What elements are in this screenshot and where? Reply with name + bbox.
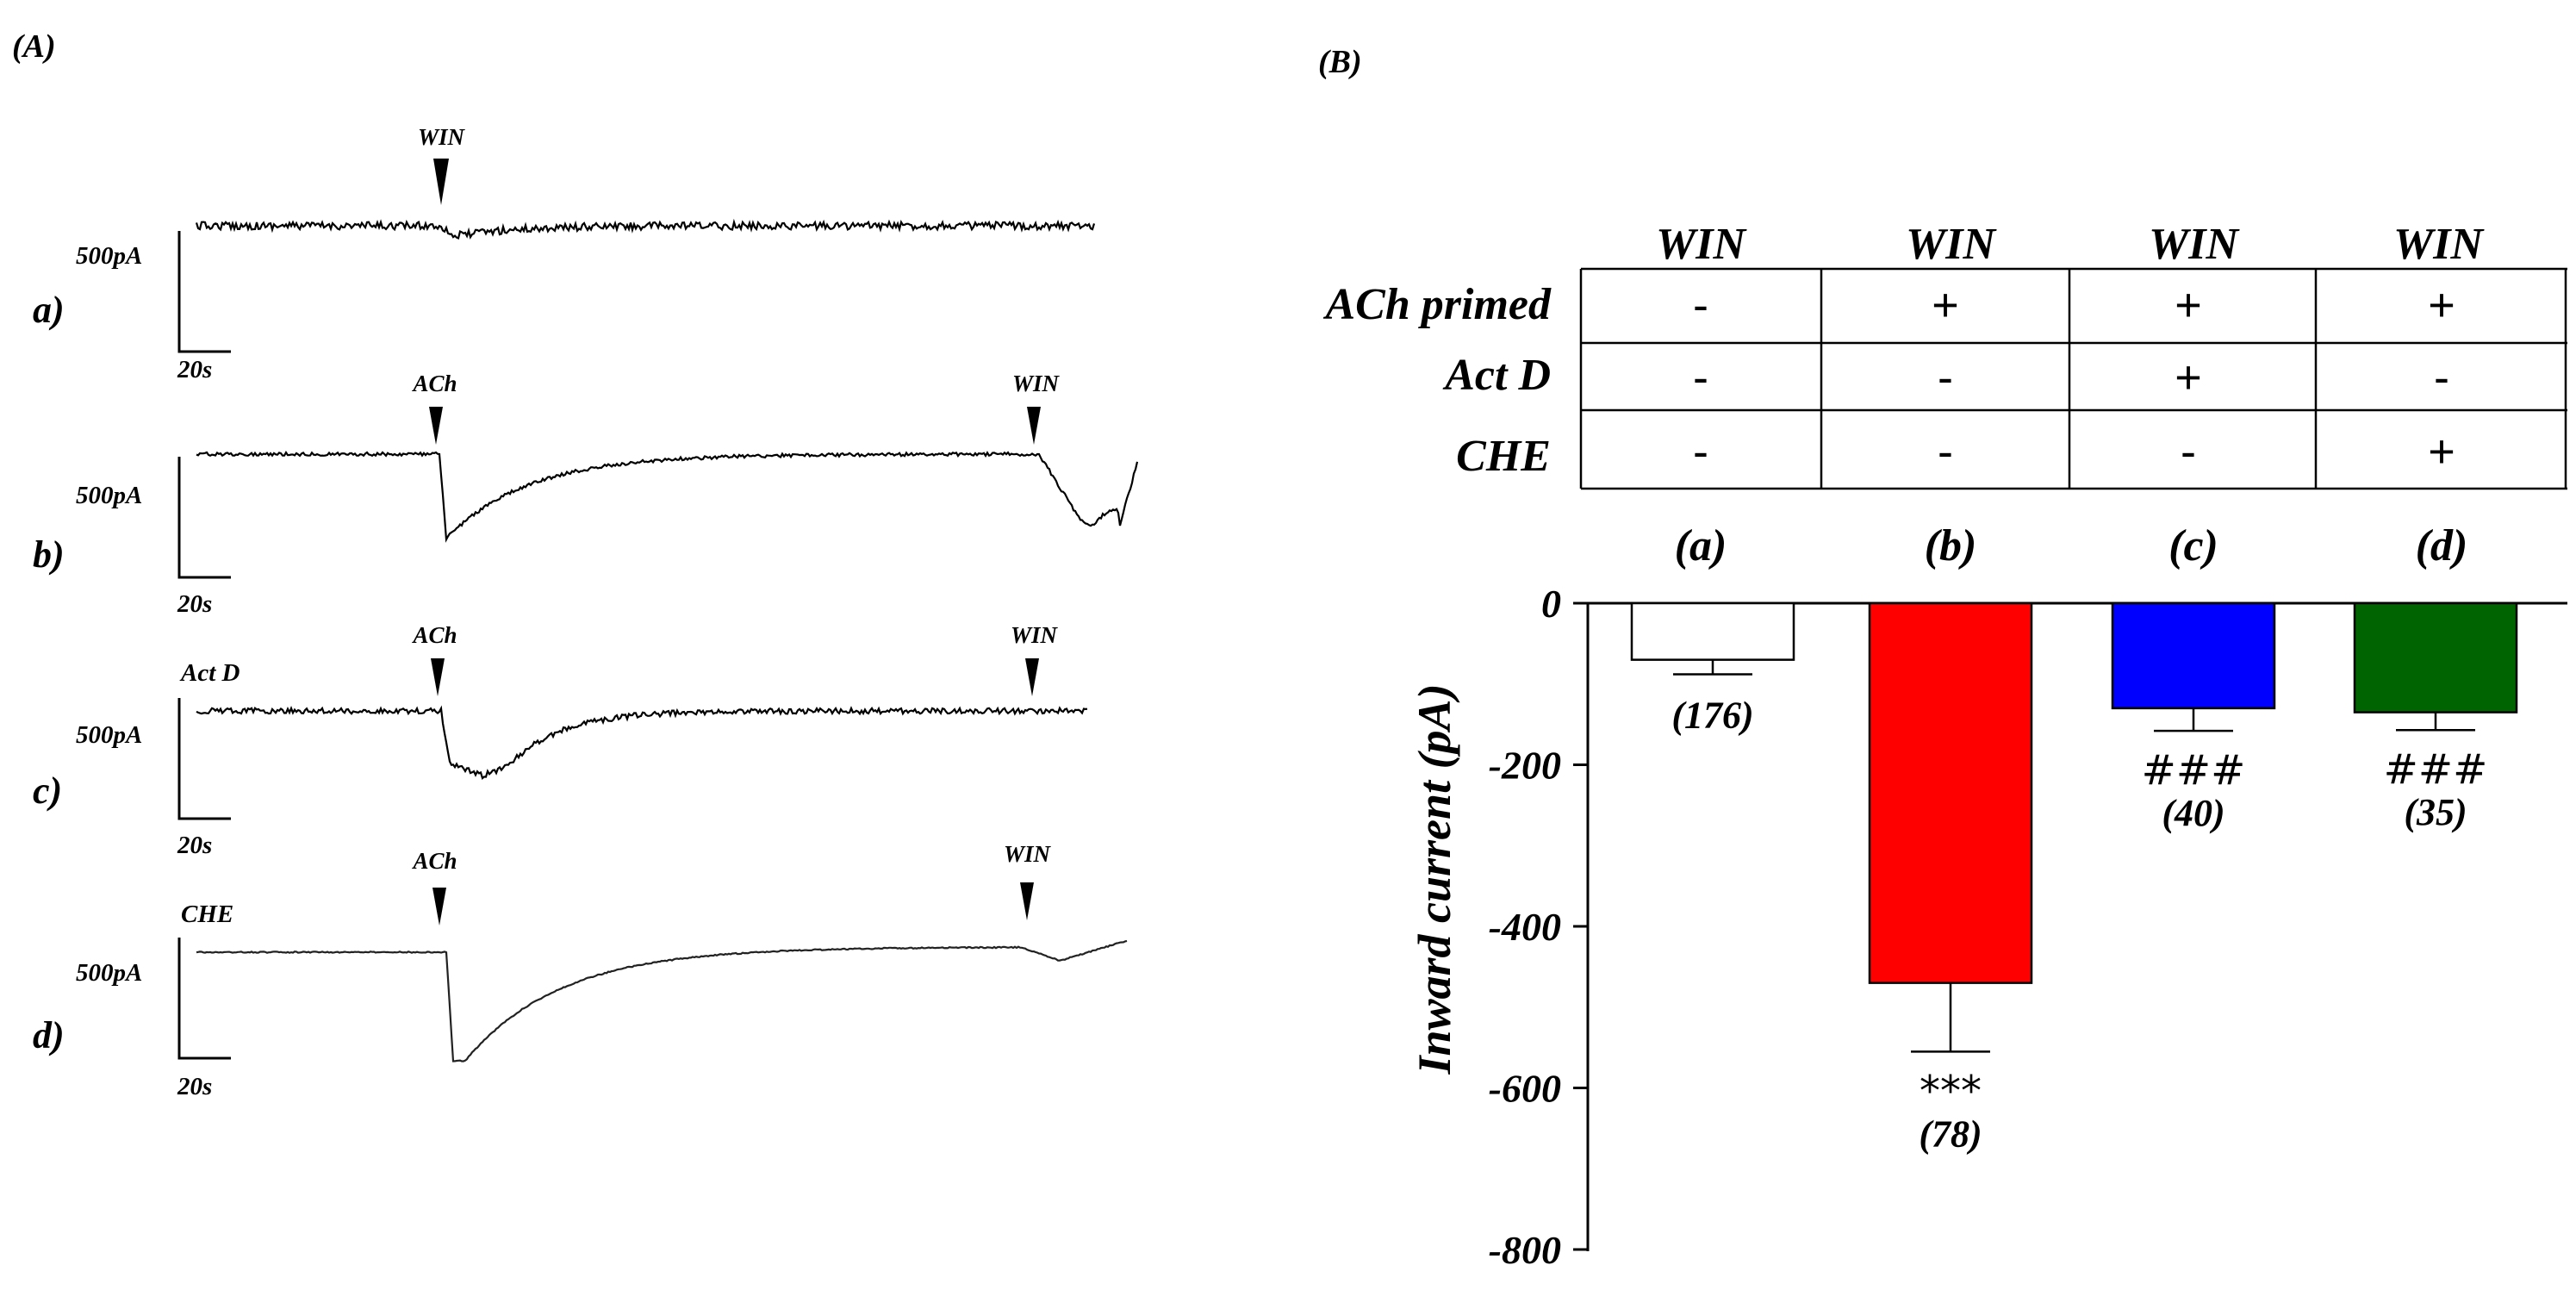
pretreatment-label: CHE xyxy=(181,901,233,928)
marker-arrowhead xyxy=(433,159,449,205)
group-label: (d) xyxy=(2416,521,2468,570)
trace-row-d: d) CHE 500pA 20s ACh WIN xyxy=(33,841,1128,1100)
n-label: (78) xyxy=(1919,1112,1982,1155)
marker-label-ach: ACh xyxy=(411,622,457,648)
y-tick-label: 0 xyxy=(1541,582,1561,626)
group-label: (b) xyxy=(1925,521,1977,570)
table-cell: - xyxy=(2434,352,2449,403)
bar xyxy=(1630,601,1795,661)
y-tick-label: -400 xyxy=(1489,905,1561,949)
trace-row-c: c) Act D 500pA 20s ACh WIN xyxy=(33,622,1088,859)
scale-label-x: 20s xyxy=(177,590,212,618)
table-cell: - xyxy=(1693,426,1708,477)
scale-label-y: 500pA xyxy=(76,482,142,509)
table-cell: - xyxy=(1693,279,1708,331)
table-row-label: Act D xyxy=(1442,351,1551,400)
marker-arrowhead xyxy=(1027,407,1041,445)
table-header-win: WIN xyxy=(1906,220,1997,269)
n-label: (35) xyxy=(2404,791,2467,833)
current-trace xyxy=(196,939,1128,1063)
table-cell: + xyxy=(2175,279,2202,331)
row-letter: b) xyxy=(33,533,65,576)
marker-arrowhead xyxy=(1020,882,1034,920)
scale-label-y: 500pA xyxy=(76,721,142,749)
table-cell: - xyxy=(2181,426,2196,477)
marker-arrowhead xyxy=(432,888,446,925)
n-label: (176) xyxy=(1671,695,1753,737)
group-label: (c) xyxy=(2168,521,2218,570)
pretreatment-label: Act D xyxy=(179,659,240,687)
row-letter: a) xyxy=(33,289,65,331)
scale-label-y: 500pA xyxy=(76,959,142,987)
current-trace xyxy=(195,218,1096,240)
scale-bar xyxy=(177,938,231,1060)
marker-arrowhead xyxy=(1025,658,1039,696)
y-tick-label: -600 xyxy=(1489,1067,1561,1111)
marker-label-ach: ACh xyxy=(411,848,457,874)
trace-row-a: a) 500pA 20s WIN xyxy=(33,124,1096,383)
marker-label-win: WIN xyxy=(1011,622,1059,648)
y-axis-title: Inward current (pA) xyxy=(1409,683,1460,1075)
table-row-label: ACh primed xyxy=(1323,280,1552,329)
scale-bar xyxy=(177,457,231,579)
row-letter: c) xyxy=(33,770,62,812)
significance-label: ### xyxy=(2142,746,2246,795)
current-trace xyxy=(196,705,1088,781)
marker-label-win: WIN xyxy=(1012,371,1061,396)
y-tick-label: -200 xyxy=(1489,744,1561,788)
y-ticks: 0 -200 -400 -600 -800 xyxy=(1489,582,1588,1272)
group-label: (a) xyxy=(1675,521,1727,570)
significance-label: *** xyxy=(1920,1067,1982,1115)
scale-bar xyxy=(177,698,231,820)
table-cell: + xyxy=(1932,279,1959,331)
scale-label-x: 20s xyxy=(177,356,212,383)
scale-label-x: 20s xyxy=(177,832,212,859)
table-row-label: CHE xyxy=(1456,432,1551,481)
table-header-win: WIN xyxy=(2393,220,2485,269)
table-cell: - xyxy=(1938,426,1953,477)
treatment-table: WIN WIN WIN WIN ACh primed Act D CHE - +… xyxy=(1323,220,2567,570)
table-cell: - xyxy=(1938,352,1953,403)
bar-chart: Inward current (pA) 0 -200 -400 -600 -800 (1… xyxy=(1409,582,2567,1272)
bar-annotations: (176)***(78)###(40)###(35) xyxy=(1671,695,2487,1156)
marker-label-win: WIN xyxy=(1004,841,1052,867)
marker-arrowhead xyxy=(431,658,445,696)
n-label: (40) xyxy=(2162,792,2224,834)
bar xyxy=(1868,601,2033,984)
trace-row-b: b) 500pA 20s ACh WIN xyxy=(33,371,1139,618)
table-cell: + xyxy=(2428,426,2455,477)
bar xyxy=(2111,601,2276,710)
table-cell: - xyxy=(1693,352,1708,403)
row-letter: d) xyxy=(33,1014,65,1056)
marker-label-win: WIN xyxy=(418,124,466,150)
y-tick-label: -800 xyxy=(1489,1228,1561,1272)
marker-label-ach: ACh xyxy=(411,371,457,396)
panel-b-label: (B) xyxy=(1318,44,1362,80)
bars xyxy=(1630,601,2518,1053)
table-cell: + xyxy=(2428,279,2455,331)
scale-bar xyxy=(177,231,231,353)
current-trace xyxy=(196,450,1139,543)
table-header-win: WIN xyxy=(1656,220,1747,269)
scale-label-y: 500pA xyxy=(76,242,142,270)
table-cell: + xyxy=(2175,352,2202,403)
scale-label-x: 20s xyxy=(177,1073,212,1100)
marker-arrowhead xyxy=(429,407,443,445)
table-header-win: WIN xyxy=(2149,220,2240,269)
significance-label: ### xyxy=(2384,745,2488,794)
bar xyxy=(2353,601,2518,714)
panel-a-label: (A) xyxy=(12,28,56,65)
